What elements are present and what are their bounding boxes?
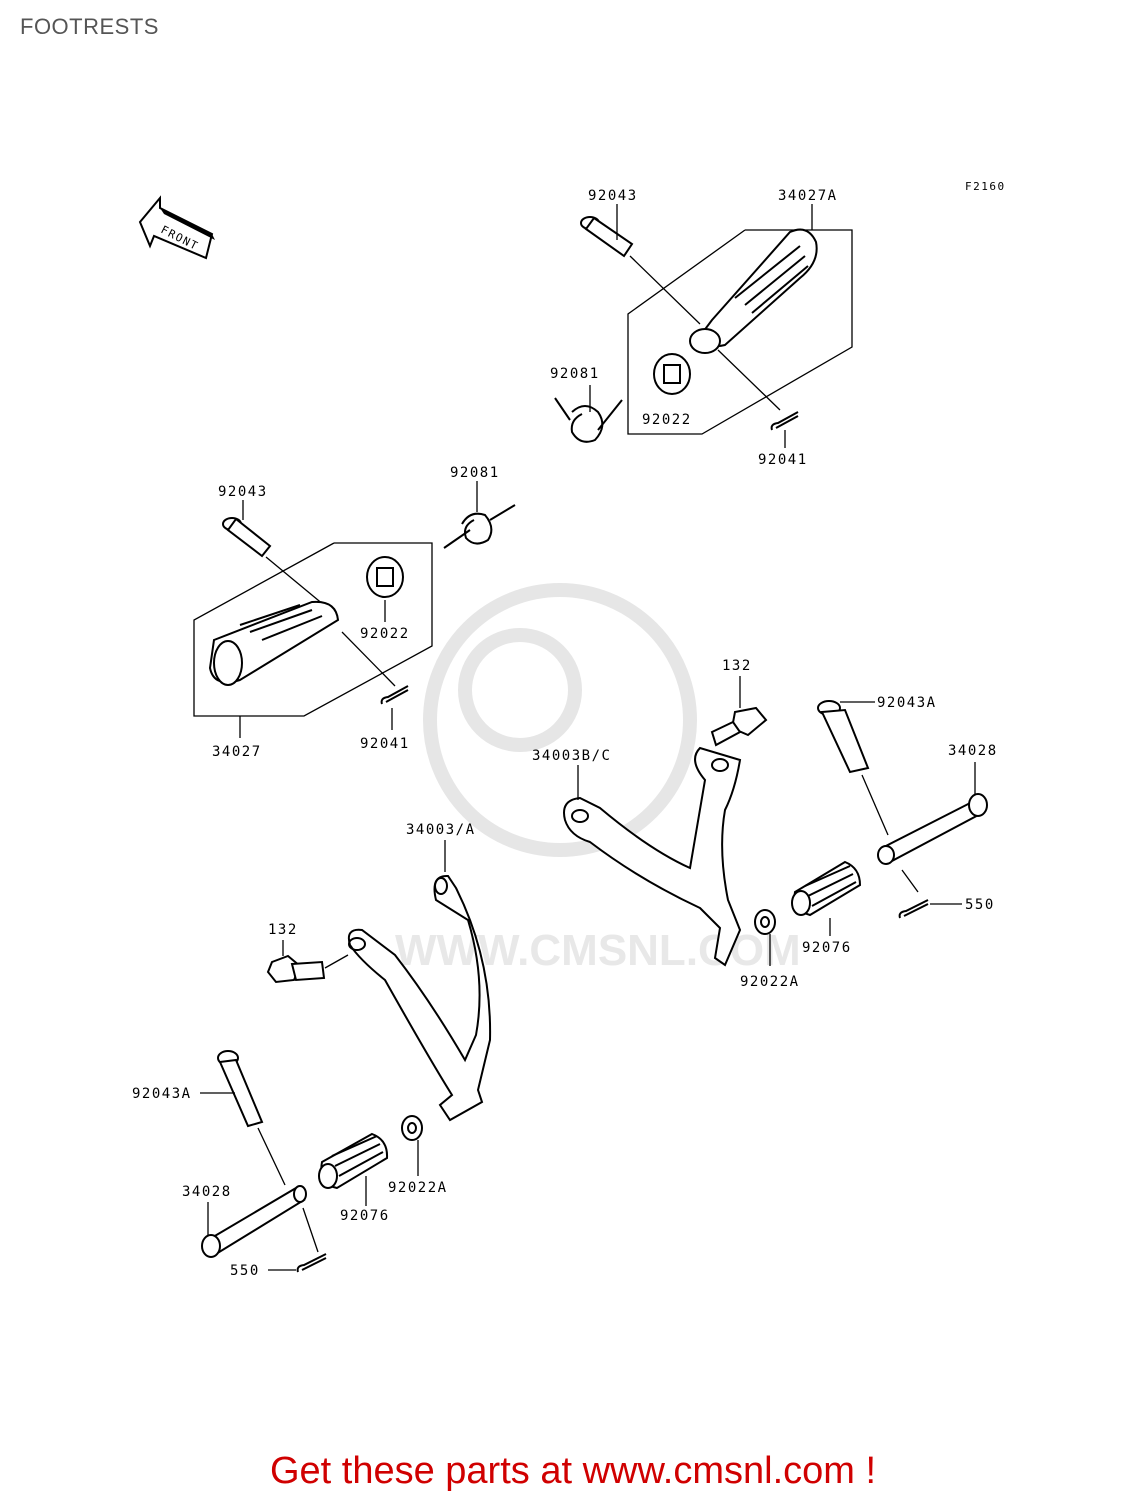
stay-left-group [200, 840, 492, 1273]
callout-132-left: 132 [268, 922, 298, 938]
callout-92081-upper: 92081 [550, 366, 600, 382]
footrest-34027a [689, 228, 818, 354]
callout-34027: 34027 [212, 744, 262, 760]
plate-92022-left [366, 556, 404, 598]
watermark: WWW.CMSNL.COM [395, 583, 801, 975]
callout-34003a: 34003/A [406, 822, 476, 838]
bolt-132-right [710, 706, 768, 747]
cotter-pin-92041-left [380, 685, 409, 705]
callout-92022-upper: 92022 [642, 412, 692, 428]
plate-92022-upper [653, 353, 691, 395]
watermark-text: WWW.CMSNL.COM [395, 926, 801, 975]
front-arrow-icon: FRONT [138, 195, 215, 260]
footrest-34027a-group [554, 204, 853, 448]
callout-labels: 92043 34027A 92081 92022 92041 92043 920… [132, 188, 998, 1279]
footrest-34027 [208, 600, 340, 686]
callout-92043a-right: 92043A [877, 695, 937, 711]
callout-92043a-left: 92043A [132, 1086, 192, 1102]
callout-92022-left: 92022 [360, 626, 410, 642]
callout-92041-upper: 92041 [758, 452, 808, 468]
callout-92022a-left: 92022A [388, 1180, 448, 1196]
callout-132-right: 132 [722, 658, 752, 674]
callout-550-right: 550 [965, 897, 995, 913]
callout-92043-upper: 92043 [588, 188, 638, 204]
washer-92022a-right [754, 909, 776, 935]
callout-550-left: 550 [230, 1263, 260, 1279]
pin-92043a-right [817, 700, 870, 774]
spring-92081-upper [554, 397, 623, 443]
stay-34003bc [563, 746, 742, 967]
pin-92043a-left [217, 1050, 264, 1128]
callout-34027a: 34027A [778, 188, 838, 204]
callout-34028-right: 34028 [948, 743, 998, 759]
stay-34003a [347, 874, 492, 1122]
pin-92043-upper [580, 216, 634, 258]
callout-92076-right: 92076 [802, 940, 852, 956]
callout-92022a-right: 92022A [740, 974, 800, 990]
figure-code: F2160 [965, 180, 1006, 193]
washer-92022a-left [401, 1115, 423, 1141]
page-title: FOOTRESTS [20, 14, 159, 39]
shaft-34028-left [201, 1185, 307, 1258]
stay-right-group [563, 676, 988, 967]
callout-92041-left: 92041 [360, 736, 410, 752]
spring-92081-left [443, 504, 516, 549]
callout-92076-left: 92076 [340, 1208, 390, 1224]
callout-34028-left: 34028 [182, 1184, 232, 1200]
rubber-92076-right [791, 860, 862, 917]
callout-34003bc: 34003B/C [532, 748, 611, 764]
cotter-pin-550-left [296, 1253, 327, 1273]
callout-92081-left: 92081 [450, 465, 500, 481]
cotter-pin-550-right [898, 899, 929, 919]
footrest-34027-group [193, 481, 516, 738]
shaft-34028-right [877, 793, 988, 865]
pin-92043-left [222, 517, 272, 558]
callout-92043-left: 92043 [218, 484, 268, 500]
rubber-92076-left [318, 1132, 389, 1190]
bolt-132-left [266, 954, 326, 984]
cotter-pin-92041-upper [770, 411, 799, 431]
footer-link[interactable]: Get these parts at www.cmsnl.com ! [269, 1450, 877, 1492]
